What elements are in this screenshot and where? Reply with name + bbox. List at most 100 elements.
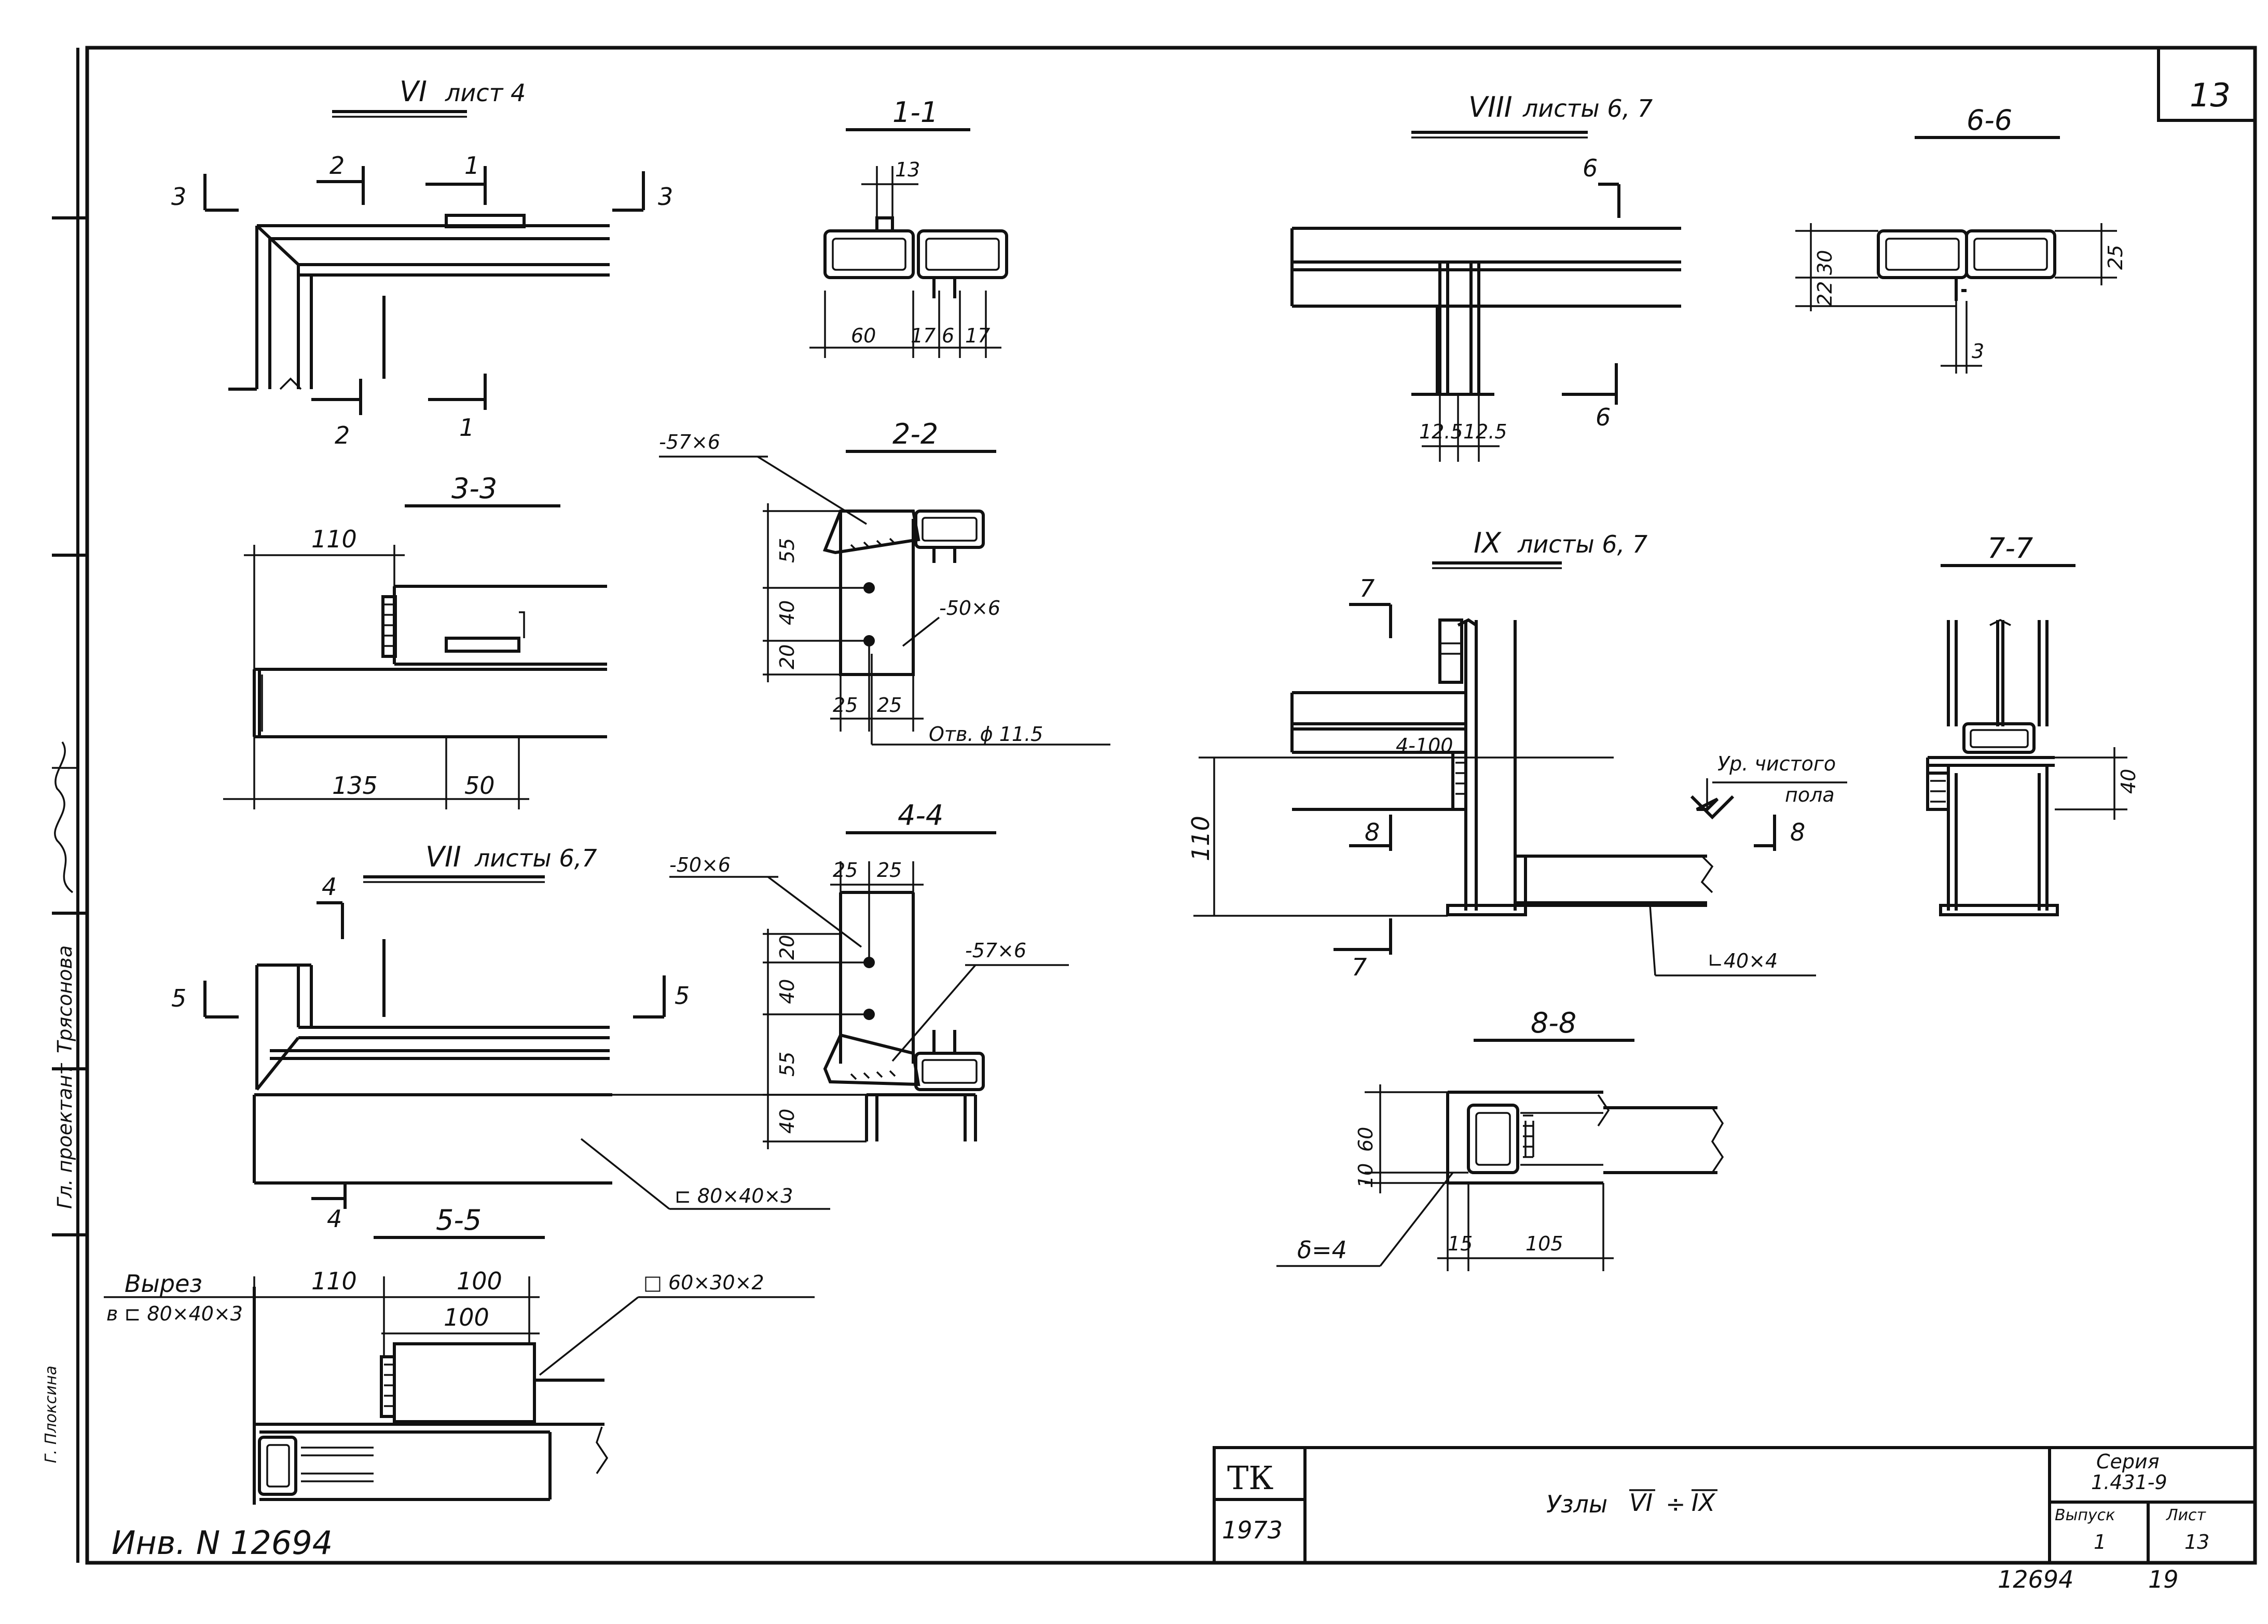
section-7-7-title: 7-7 <box>1987 532 2033 565</box>
inventory-stamp: Инв. N 12694 <box>112 1524 333 1562</box>
node-vii-ref: листы 6,7 <box>474 844 597 872</box>
cut-1-top: 1 <box>464 152 479 180</box>
cut-6-top: 6 <box>1583 154 1598 182</box>
dim-7-7-40: 40 <box>2117 769 2140 794</box>
cut-8-left: 8 <box>1365 818 1380 846</box>
dim-4-4-55: 55 <box>776 1052 799 1077</box>
issue-value: 1 <box>2094 1531 2106 1553</box>
callout-plate-57x6-a: -57×6 <box>659 431 720 453</box>
sheet-value: 13 <box>2184 1531 2209 1553</box>
node-ix: IX листы 6, 7 8 8 7 7 4-100 Ур. чистого … <box>1187 527 1847 981</box>
series-label: Серия <box>2096 1450 2160 1473</box>
node-ix-title: IX <box>1474 527 1502 559</box>
dim-4-4-25a: 25 <box>833 859 858 882</box>
title-name-to: IX <box>1692 1489 1716 1517</box>
section-7-7: 7-7 40 <box>1926 532 2140 916</box>
dim-3-3-110: 110 <box>311 525 357 553</box>
dim-2-2-40: 40 <box>776 600 799 625</box>
cut-2-top: 2 <box>329 152 345 180</box>
dim-6-6-25: 25 <box>2104 245 2127 270</box>
dim-8-8-10: 10 <box>1354 1163 1377 1188</box>
cut-5-left: 5 <box>171 984 186 1012</box>
dim-1-1-60: 60 <box>851 324 876 347</box>
cut-6-bottom: 6 <box>1596 403 1611 431</box>
title-name-prefix: Узлы <box>1546 1490 1607 1518</box>
callout-floor-level-2: пола <box>1785 783 1835 806</box>
sheet-label: Лист <box>2166 1506 2207 1524</box>
section-5-5: 5-5 Вырез в ⊏ 80×40×3 □ 60×30×2 110 100 … <box>104 1204 815 1505</box>
dim-4-4-40: 40 <box>776 979 799 1004</box>
dim-8-8-105: 105 <box>1525 1232 1563 1255</box>
cut-1-bottom: 1 <box>459 414 474 442</box>
callout-hole: Отв. ϕ 11.5 <box>929 723 1043 746</box>
title-block: ТК 1973 Узлы VI ÷ IX Серия 1.431-9 Выпус… <box>1213 1446 2257 1564</box>
dim-3-3-50: 50 <box>464 772 495 800</box>
dim-5-5-110: 110 <box>311 1267 357 1295</box>
node-viii-ref: листы 6, 7 <box>1522 94 1653 122</box>
dim-viii-12-5b: 12.5 <box>1463 420 1507 443</box>
dim-6-6-22: 22 <box>1813 281 1836 306</box>
node-viii: VIII листы 6, 7 6 6 12.5 12.5 <box>1290 91 1681 462</box>
node-ix-ref: листы 6, 7 <box>1517 530 1647 558</box>
callout-plate-50x6-a: -50×6 <box>939 597 1000 620</box>
cut-4-top: 4 <box>322 873 337 901</box>
cut-4-bottom: 4 <box>327 1205 342 1233</box>
callout-cutout-2: в ⊏ 80×40×3 <box>106 1302 243 1325</box>
section-5-5-title: 5-5 <box>436 1204 482 1236</box>
side-designer-name: Трясонова <box>53 945 76 1053</box>
callout-plate-57x6-b: -57×6 <box>965 939 1026 962</box>
dim-3-3-135: 135 <box>332 772 378 800</box>
callout-tube: □ 60×30×2 <box>643 1271 764 1294</box>
cut-2-bottom: 2 <box>335 421 350 449</box>
title-org: ТК <box>1227 1459 1273 1497</box>
bottom-page: 19 <box>2148 1565 2179 1593</box>
callout-weld-4-100: 4-100 <box>1396 734 1453 757</box>
side-designer-label: Гл. проектант <box>53 1063 76 1209</box>
title-year: 1973 <box>1222 1516 1283 1544</box>
issue-label: Выпуск <box>2055 1506 2115 1524</box>
dim-4-4-25b: 25 <box>877 859 902 882</box>
node-vi-ref: лист 4 <box>445 79 526 107</box>
dim-8-8-15: 15 <box>1448 1232 1473 1255</box>
sheet-corner-number: 13 <box>2190 76 2231 114</box>
cut-5-right: 5 <box>675 982 690 1010</box>
cut-3-right: 3 <box>658 183 673 211</box>
node-vii: VII листы 6,7 4 5 5 4 ⊏ 80×40×3 <box>171 841 908 1233</box>
sheet-frame: 13 <box>52 46 2257 1565</box>
side-strip: Гл. проектант Трясонова Г. Плоксина <box>42 741 78 1463</box>
node-viii-title: VIII <box>1468 91 1513 123</box>
series-value: 1.431-9 <box>2091 1471 2167 1494</box>
side-author-name: Г. Плоксина <box>42 1366 60 1463</box>
dim-5-5-100a: 100 <box>457 1267 502 1295</box>
callout-floor-level-1: Ур. чистого <box>1717 752 1836 775</box>
section-4-4-title: 4-4 <box>898 799 943 832</box>
section-2-2: 2-2 -57×6 -50×6 Отв. ϕ 11.5 55 40 20 25 … <box>659 418 1110 746</box>
title-name-sep: ÷ <box>1666 1490 1686 1518</box>
dim-viii-12-5a: 12.5 <box>1419 420 1463 443</box>
section-6-6-title: 6-6 <box>1967 104 2012 136</box>
callout-cutout-1: Вырез <box>125 1270 202 1298</box>
cut-7-top: 7 <box>1359 574 1374 602</box>
section-8-8-title: 8-8 <box>1531 1007 1576 1039</box>
section-1-1-title: 1-1 <box>892 96 938 129</box>
cut-7-bottom: 7 <box>1352 953 1367 981</box>
dim-1-1-6: 6 <box>942 324 954 347</box>
section-3-3: 3-3 110 135 50 <box>223 472 607 809</box>
dim-6-6-3: 3 <box>1972 340 1984 363</box>
dim-6-6-30: 30 <box>1813 250 1836 275</box>
callout-delta: δ=4 <box>1297 1236 1347 1264</box>
node-vii-title: VII <box>425 841 461 873</box>
section-3-3-title: 3-3 <box>451 472 497 505</box>
dim-1-1-17b: 17 <box>965 324 990 347</box>
dim-8-8-60: 60 <box>1354 1127 1377 1152</box>
cut-3-left: 3 <box>171 183 186 211</box>
dim-1-1-17a: 17 <box>911 324 936 347</box>
cut-8-right: 8 <box>1790 818 1805 846</box>
dim-2-2-25a: 25 <box>833 694 858 717</box>
dim-2-2-20: 20 <box>776 644 799 669</box>
dim-ix-110: 110 <box>1187 816 1215 861</box>
node-vi: VI лист 4 3 3 2 1 2 1 <box>171 75 673 449</box>
title-name-from: VI <box>1629 1489 1653 1517</box>
callout-angle: ∟40×4 <box>1707 949 1778 972</box>
section-2-2-title: 2-2 <box>892 418 938 450</box>
